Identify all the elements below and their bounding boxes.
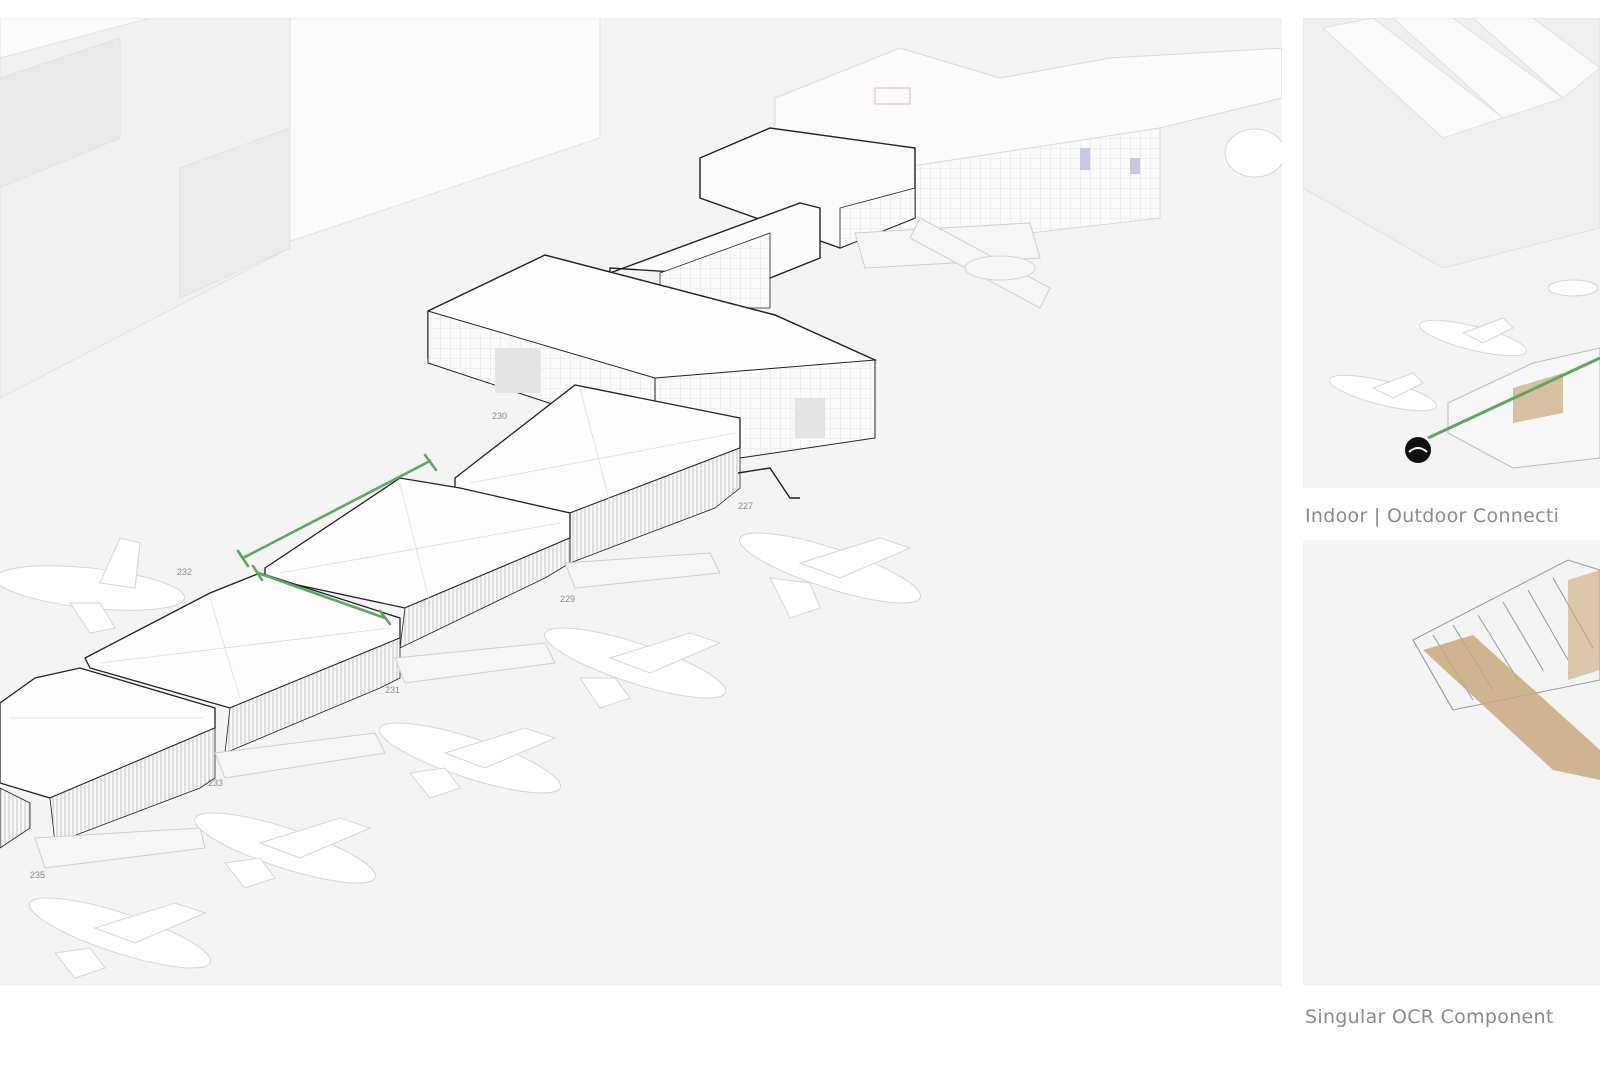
terminal-drawing: 230 227 232 229 231 233 235 [0,18,1282,979]
terminal-axonometric-diagram: 230 227 232 229 231 233 235 [0,18,1282,986]
connection-dimension-lines [236,453,438,626]
connector-bridge [609,127,916,309]
caption-indoor-outdoor: Indoor | Outdoor Connecti [1305,505,1560,527]
indoor-outdoor-connection-diagram [1303,18,1600,488]
airplane [1224,128,1282,178]
airplanes [1329,279,1599,412]
pier-module [1447,347,1600,469]
viewpoint-marker [1405,437,1431,463]
eye-icon [1408,447,1428,453]
indoor-outdoor-drawing [1303,18,1600,469]
gate-label-231: 231 [385,685,400,695]
timber-fin-screen [1423,635,1600,780]
gate-label-233: 233 [208,778,223,788]
gate-label-230: 230 [492,411,507,421]
gate-labels: 230 227 232 229 231 233 235 [30,411,753,880]
caption-singular-ocr: Singular OCR Component [1305,1006,1554,1028]
airplanes [0,255,1036,979]
background-buildings [0,18,601,399]
gate-label-232: 232 [177,567,192,577]
gate-label-235: 235 [30,870,45,880]
concourse-pier [0,384,741,849]
exterior-stair [737,467,800,499]
ocr-component-drawing [1412,559,1600,780]
ocr-component-diagram [1303,540,1600,986]
gate-label-229: 229 [560,594,575,604]
gate-label-227: 227 [738,501,753,511]
connection-line [1427,356,1600,440]
